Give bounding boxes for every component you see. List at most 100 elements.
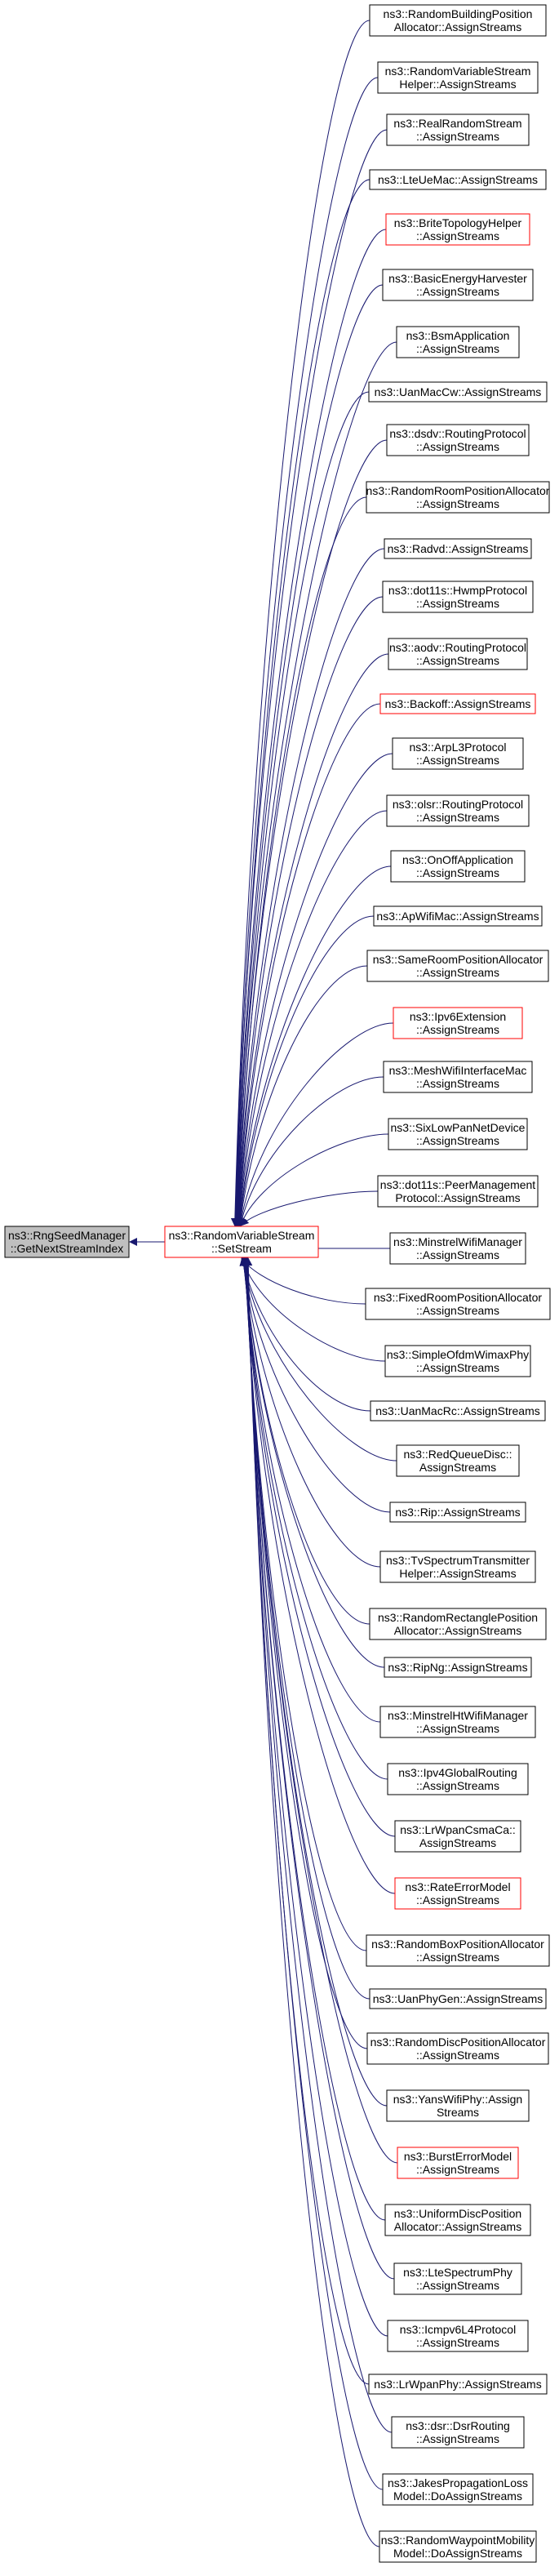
node-caller-23[interactable]: ns3::MinstrelWifiManager::AssignStreams [389, 1232, 526, 1265]
node-label-line: ns3::RandomVariableStream [385, 65, 531, 78]
edge-caller-33 [240, 1257, 388, 1780]
node-caller-6[interactable]: ns3::BsmApplication::AssignStreams [396, 326, 520, 358]
node-caller-18[interactable]: ns3::SameRoomPositionAllocator::AssignSt… [366, 950, 549, 982]
node-label-line: ::AssignStreams [416, 1779, 499, 1792]
node-label-line: ns3::BasicEnergyHarvester [388, 272, 527, 285]
node-caller-31[interactable]: ns3::RipNg::AssignStreams [384, 1657, 532, 1678]
node-box [382, 269, 534, 301]
node-caller-2[interactable]: ns3::RealRandomStream::AssignStreams [386, 113, 530, 146]
node-label-line: ::AssignStreams [416, 1248, 499, 1261]
node-rngseedmanager-getnextstreamindex[interactable]: ns3::RngSeedManager::GetNextStreamIndex [4, 1226, 130, 1258]
node-caller-11[interactable]: ns3::dot11s::HwmpProtocol::AssignStreams [382, 581, 534, 613]
node-caller-17[interactable]: ns3::ApWifiMac::AssignStreams [373, 905, 543, 927]
node-caller-29[interactable]: ns3::TvSpectrumTransmitterHelper::Assign… [379, 1550, 536, 1583]
edge-caller-28 [239, 1257, 391, 1513]
node-caller-28[interactable]: ns3::Rip::AssignStreams [389, 1502, 526, 1523]
node-caller-14[interactable]: ns3::ArpL3Protocol::AssignStreams [392, 737, 524, 770]
node-caller-13[interactable]: ns3::Backoff::AssignStreams [379, 693, 536, 714]
node-box [382, 2473, 534, 2506]
node-box [391, 2416, 525, 2449]
node-box [394, 1820, 521, 1853]
node-label-line: ns3::Ipv4GlobalRouting [398, 1766, 517, 1779]
node-caller-30[interactable]: ns3::RandomRectanglePositionAllocator::A… [369, 1608, 547, 1640]
node-box [387, 2320, 529, 2352]
node-label-line: ns3::MinstrelHtWifiManager [388, 1709, 528, 1722]
node-label-line: ::AssignStreams [416, 811, 499, 824]
node-caller-0[interactable]: ns3::RandomBuildingPositionAllocator::As… [369, 4, 547, 37]
edge-caller-6 [233, 341, 397, 1226]
node-label-line: ns3::MeshWifiInterfaceMac [389, 1064, 527, 1077]
node-caller-33[interactable]: ns3::Ipv4GlobalRouting::AssignStreams [387, 1763, 529, 1795]
node-caller-7[interactable]: ns3::UanMacCw::AssignStreams [368, 381, 548, 403]
node-caller-39[interactable]: ns3::YansWifiPhy::AssignStreams [386, 2089, 530, 2122]
node-caller-20[interactable]: ns3::MeshWifiInterfaceMac::AssignStreams [383, 1061, 533, 1093]
node-caller-12[interactable]: ns3::aodv::RoutingProtocol::AssignStream… [388, 638, 528, 670]
node-label-line: ns3::FixedRoomPositionAllocator [374, 1291, 543, 1304]
node-label-line: ns3::UniformDiscPosition [394, 2207, 521, 2220]
node-label-line: ns3::TvSpectrumTransmitter [386, 1554, 530, 1567]
node-caller-37[interactable]: ns3::UanPhyGen::AssignStreams [369, 1988, 547, 2009]
node-caller-10[interactable]: ns3::Radvd::AssignStreams [384, 538, 532, 559]
edge-caller-11 [233, 596, 384, 1226]
node-caller-32[interactable]: ns3::MinstrelHtWifiManager::AssignStream… [379, 1706, 536, 1738]
node-caller-3[interactable]: ns3::LteUeMac::AssignStreams [369, 169, 547, 190]
node-caller-21[interactable]: ns3::SixLowPanNetDevice::AssignStreams [388, 1118, 528, 1150]
node-caller-34[interactable]: ns3::LrWpanCsmaCa::AssignStreams [394, 1820, 521, 1853]
node-caller-36[interactable]: ns3::RandomBoxPositionAllocator::AssignS… [366, 1934, 550, 1967]
node-box [397, 2147, 519, 2179]
node-caller-5[interactable]: ns3::BasicEnergyHarvester::AssignStreams [382, 269, 534, 301]
node-label-line: ns3::SixLowPanNetDevice [391, 1121, 526, 1134]
edge-caller-4 [232, 229, 387, 1226]
node-caller-16[interactable]: ns3::OnOffApplication::AssignStreams [390, 850, 526, 883]
node-box [393, 2262, 522, 2295]
node-caller-45[interactable]: ns3::dsr::DsrRouting::AssignStreams [391, 2416, 525, 2449]
node-caller-27[interactable]: ns3::RedQueueDisc::AssignStreams [396, 1444, 520, 1477]
node-caller-40[interactable]: ns3::BurstErrorModel::AssignStreams [397, 2147, 519, 2179]
edge-caller-31 [240, 1257, 385, 1668]
node-box [384, 538, 532, 559]
node-label-line: ns3::RandomBuildingPosition [384, 7, 533, 20]
node-box [386, 113, 530, 146]
edge-caller-27 [239, 1257, 397, 1462]
node-caller-35[interactable]: ns3::RateErrorModel::AssignStreams [394, 1877, 521, 1910]
node-label-line: ::AssignStreams [416, 1893, 499, 1906]
node-box [369, 4, 547, 37]
node-box [377, 1175, 539, 1208]
node-caller-15[interactable]: ns3::olsr::RoutingProtocol::AssignStream… [386, 794, 530, 827]
node-caller-47[interactable]: ns3::RandomWaypointMobilityModel::DoAssi… [379, 2530, 537, 2563]
edge-caller-1 [231, 77, 379, 1226]
node-caller-43[interactable]: ns3::Icmpv6L4Protocol::AssignStreams [387, 2320, 529, 2352]
node-label-line: Model::DoAssignStreams [393, 2547, 522, 2560]
node-caller-24[interactable]: ns3::FixedRoomPositionAllocator::AssignS… [365, 1288, 551, 1320]
node-box [366, 481, 550, 514]
node-caller-26[interactable]: ns3::UanMacRc::AssignStreams [370, 1400, 546, 1421]
node-box [384, 2204, 531, 2236]
node-caller-42[interactable]: ns3::LteSpectrumPhy::AssignStreams [393, 2262, 522, 2295]
node-caller-25[interactable]: ns3::SimpleOfdmWimaxPhy::AssignStreams [384, 1345, 531, 1377]
node-caller-41[interactable]: ns3::UniformDiscPositionAllocator::Assig… [384, 2204, 531, 2236]
node-box [394, 1877, 521, 1910]
node-caller-46[interactable]: ns3::JakesPropagationLossModel::DoAssign… [382, 2473, 534, 2506]
node-caller-8[interactable]: ns3::dsdv::RoutingProtocol::AssignStream… [386, 424, 530, 456]
edge-caller-43 [242, 1257, 388, 2337]
node-box [382, 581, 534, 613]
edge-caller-14 [235, 753, 393, 1226]
node-caller-22[interactable]: ns3::dot11s::PeerManagementProtocol::Ass… [377, 1175, 539, 1208]
node-box [379, 693, 536, 714]
node-caller-19[interactable]: ns3::Ipv6Extension::AssignStreams [393, 1007, 523, 1039]
node-box [379, 1550, 536, 1583]
node-caller-44[interactable]: ns3::LrWpanPhy::AssignStreams [368, 2374, 548, 2395]
node-label-line: ::AssignStreams [416, 285, 499, 298]
node-caller-4[interactable]: ns3::BriteTopologyHelper::AssignStreams [385, 213, 530, 246]
node-caller-9[interactable]: ns3::RandomRoomPositionAllocator::Assign… [366, 481, 550, 514]
node-randomvariablestream-setstream[interactable]: ns3::RandomVariableStream::SetStream [164, 1226, 319, 1258]
node-box [388, 1118, 528, 1150]
node-label-line: ns3::SimpleOfdmWimaxPhy [387, 1348, 529, 1361]
edge-caller-34 [241, 1257, 396, 1837]
node-box [377, 61, 539, 94]
node-caller-1[interactable]: ns3::RandomVariableStreamHelper::AssignS… [377, 61, 539, 94]
node-label-line: ns3::UanMacCw::AssignStreams [375, 385, 542, 398]
node-caller-38[interactable]: ns3::RandomDiscPositionAllocator::Assign… [366, 2032, 549, 2065]
node-label-line: ::AssignStreams [416, 2432, 499, 2445]
edge-caller-45 [243, 1257, 393, 2433]
